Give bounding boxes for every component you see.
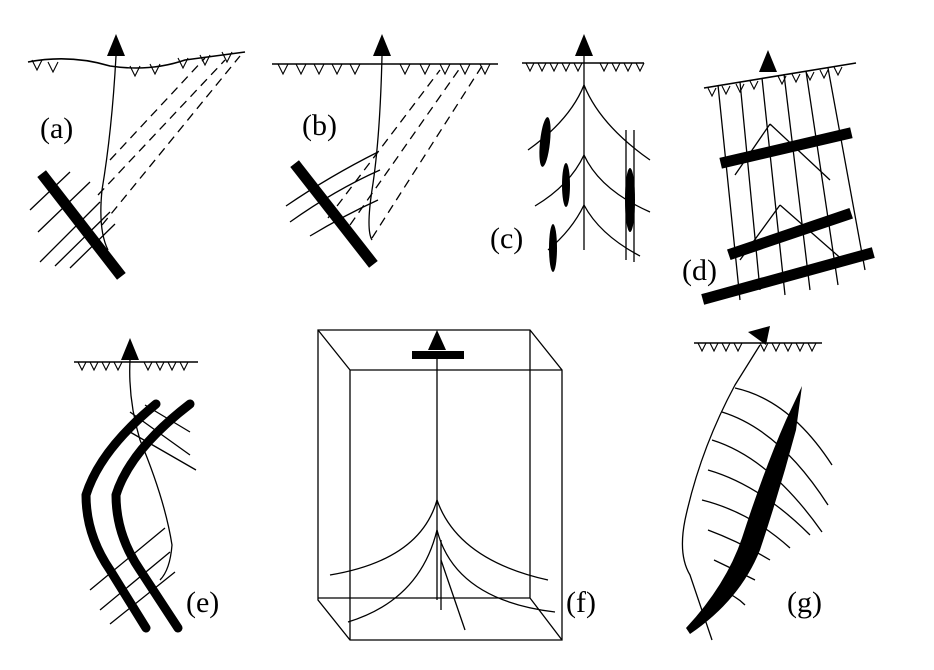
wellhead-platform — [412, 351, 464, 359]
branch-lines — [734, 123, 846, 263]
lateral-branch — [583, 84, 651, 161]
target-layer — [701, 247, 875, 305]
lateral-branch — [436, 499, 549, 581]
panel-b-label: (b) — [302, 109, 337, 142]
lateral-branch — [329, 499, 438, 576]
ore-body — [686, 386, 802, 634]
wellhead-arrow-icon — [428, 330, 446, 350]
feeder-branches — [701, 387, 833, 606]
panel-e-label: (e) — [186, 586, 219, 619]
target-layer — [81, 399, 161, 633]
target-layer — [719, 127, 853, 169]
lateral-branch — [347, 529, 438, 623]
strata-lines — [89, 404, 197, 625]
ore-lens — [539, 117, 551, 167]
surface-hatch — [31, 51, 233, 78]
surface-hatch — [707, 66, 843, 98]
panel-d: (d) — [682, 50, 875, 305]
wellhead-arrow-icon — [373, 34, 391, 56]
ore-lens — [625, 168, 635, 232]
panel-f-label: (f) — [566, 586, 596, 619]
panel-g-label: (g) — [787, 586, 822, 619]
ore-lens — [549, 224, 557, 272]
panel-a-label: (a) — [40, 112, 73, 145]
wellhead-arrow-icon — [575, 34, 593, 56]
target-layer — [290, 160, 378, 268]
target-layer — [37, 170, 126, 280]
lateral-branch — [527, 84, 585, 151]
dashed-projection — [109, 57, 206, 161]
surface-hatch — [77, 361, 189, 372]
wellhead-arrow-icon — [759, 50, 777, 72]
target-layer — [727, 208, 853, 260]
surface-hatch — [525, 62, 645, 73]
dashed-projection — [349, 67, 461, 226]
panel-f: (f) — [317, 329, 596, 641]
lateral-branch — [440, 559, 466, 631]
ground-surface — [703, 62, 857, 89]
ground-surface — [27, 51, 246, 69]
well-path — [681, 344, 761, 641]
panel-b: (b) — [272, 34, 498, 268]
dashed-projection — [371, 65, 483, 239]
panel-c: (c) — [490, 34, 651, 272]
strata-lines — [285, 151, 381, 237]
block-hidden-edges — [318, 330, 563, 641]
panel-d-label: (d) — [682, 254, 717, 287]
block-front-face — [317, 329, 562, 640]
wellhead-arrow-icon — [121, 338, 139, 360]
ore-lens — [562, 163, 570, 207]
lateral-branch — [436, 529, 556, 613]
surface-hatch — [277, 63, 491, 76]
well-path — [368, 55, 383, 241]
parallel-wells — [717, 67, 866, 301]
surface-hatch — [697, 342, 817, 353]
lateral-branch — [583, 154, 651, 213]
well-path — [100, 55, 117, 251]
panel-e: (e) — [74, 338, 219, 633]
well-path — [129, 359, 173, 581]
panel-a: (a) — [27, 34, 246, 280]
dashed-projection — [327, 69, 441, 219]
dashed-projection — [97, 59, 226, 196]
panel-c-label: (c) — [490, 222, 523, 255]
wellhead-arrow-icon — [107, 34, 125, 56]
panel-g: (g) — [681, 326, 833, 641]
block-outline — [317, 329, 563, 641]
dashed-projection — [101, 55, 241, 226]
lateral-branch — [583, 204, 641, 257]
wellhead-arrow-icon — [748, 326, 770, 345]
